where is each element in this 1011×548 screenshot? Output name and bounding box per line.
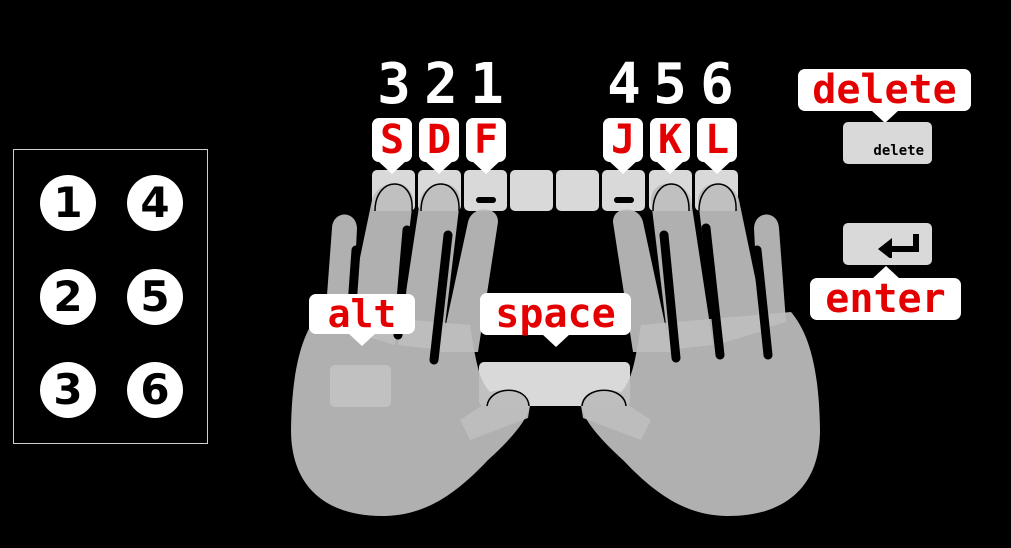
callout-s: S [372, 118, 412, 174]
braille-dot-2: 2 [40, 269, 96, 325]
enter-key[interactable] [843, 223, 932, 265]
braille-cell-legend [13, 149, 208, 444]
home-row-bump-j [613, 197, 634, 203]
key-j[interactable] [602, 170, 645, 211]
left-number-2: 2 [424, 52, 458, 117]
braille-dot-4: 4 [127, 175, 183, 231]
return-arrow-icon [878, 234, 919, 258]
callout-d: D [419, 118, 459, 174]
key-f[interactable] [464, 170, 507, 211]
callout-enter: enter [810, 266, 961, 320]
home-row-bump-f [475, 197, 496, 203]
left-number-1: 1 [470, 52, 504, 117]
callout-alt: alt [309, 294, 415, 346]
braille-dot-3: 3 [40, 362, 96, 418]
braille-dot-1: 1 [40, 175, 96, 231]
right-number-6: 6 [700, 52, 734, 117]
callout-k: K [650, 118, 690, 174]
callout-space: space [480, 293, 631, 347]
callout-delete: delete [798, 69, 971, 123]
left-number-3: 3 [377, 52, 411, 117]
key-h[interactable] [556, 170, 599, 211]
callout-f: F [466, 118, 506, 174]
right-hand [581, 183, 820, 517]
delete-key-label: delete [873, 143, 924, 159]
callout-j: J [603, 118, 643, 174]
delete-key[interactable]: delete [843, 122, 932, 164]
key-g[interactable] [510, 170, 553, 211]
braille-dot-6: 6 [127, 362, 183, 418]
right-number-5: 5 [653, 52, 687, 117]
braille-dot-5: 5 [127, 269, 183, 325]
right-number-4: 4 [607, 52, 641, 117]
callout-l: L [697, 118, 737, 174]
